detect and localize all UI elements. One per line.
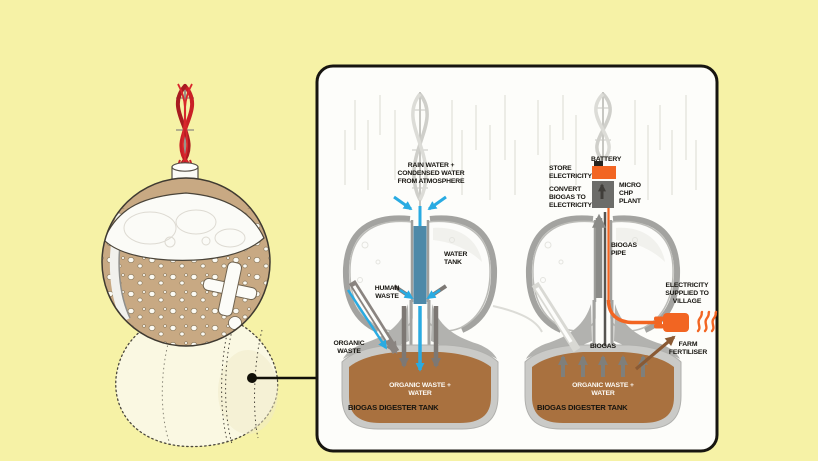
biogas-label: BIOGAS [590, 343, 616, 350]
callout-connector [247, 373, 318, 383]
electricity-supplied-label: ELECTRICITY SUPPLIED TO VILLAGE [665, 282, 709, 306]
panel-turbine-left [411, 92, 429, 212]
micro-chp-label: MICRO CHP PLANT [619, 182, 641, 206]
turbine-blade [179, 84, 194, 166]
diagram-right-flows [558, 181, 676, 377]
fertiliser-arrow [634, 335, 676, 371]
chp-plant-group [592, 161, 616, 208]
callout-dot [247, 373, 257, 383]
shell-cross-emblem [202, 261, 258, 317]
convert-biogas-label: CONVERT BIOGAS TO ELECTRICITY [549, 186, 592, 210]
battery-terminal [594, 161, 603, 166]
panel-turbine-right [594, 92, 612, 162]
plug-icon [654, 310, 718, 333]
rain-lines [344, 95, 697, 200]
farm-fertiliser-label: FARM FERTILISER [668, 341, 708, 357]
biogas-pipe-label: BIOGAS PIPE [611, 242, 637, 258]
digester-tank-contents [532, 352, 674, 423]
tank-contents-label: ORGANIC WASTE + WATER [389, 382, 451, 398]
diagram-left-flows [346, 195, 448, 372]
turbine-blade [176, 84, 191, 166]
tank-name-label: BIOGAS DIGESTER TANK [348, 403, 439, 412]
energy-squiggle [696, 310, 704, 333]
water-tank-column [413, 226, 427, 304]
tank-contents-label: ORGANIC WASTE + WATER [572, 382, 634, 398]
rain-water-label: RAIN WATER + CONDENSED WATER FROM ATMOSP… [397, 162, 465, 186]
wind-turbine [175, 83, 195, 173]
digester-tank-contents [349, 352, 491, 423]
balloon-shading [218, 350, 278, 434]
energy-squiggle [710, 310, 718, 333]
energy-squiggle [703, 310, 711, 333]
water-tank-label: WATER TANK [444, 251, 468, 267]
diagram-left-vessel [341, 215, 543, 430]
human-waste-label: HUMAN WASTE [374, 285, 400, 301]
battery-label: BATTERY [591, 156, 622, 163]
tank-name-label: BIOGAS DIGESTER TANK [537, 403, 628, 412]
battery-box [592, 166, 616, 179]
diagram-right-vessel [524, 215, 682, 430]
perforated-shell [101, 177, 271, 347]
store-electricity-label: STORE ELECTRICITY [549, 165, 592, 181]
organic-waste-label: ORGANIC WASTE [333, 340, 365, 356]
electricity-wire [606, 299, 662, 325]
